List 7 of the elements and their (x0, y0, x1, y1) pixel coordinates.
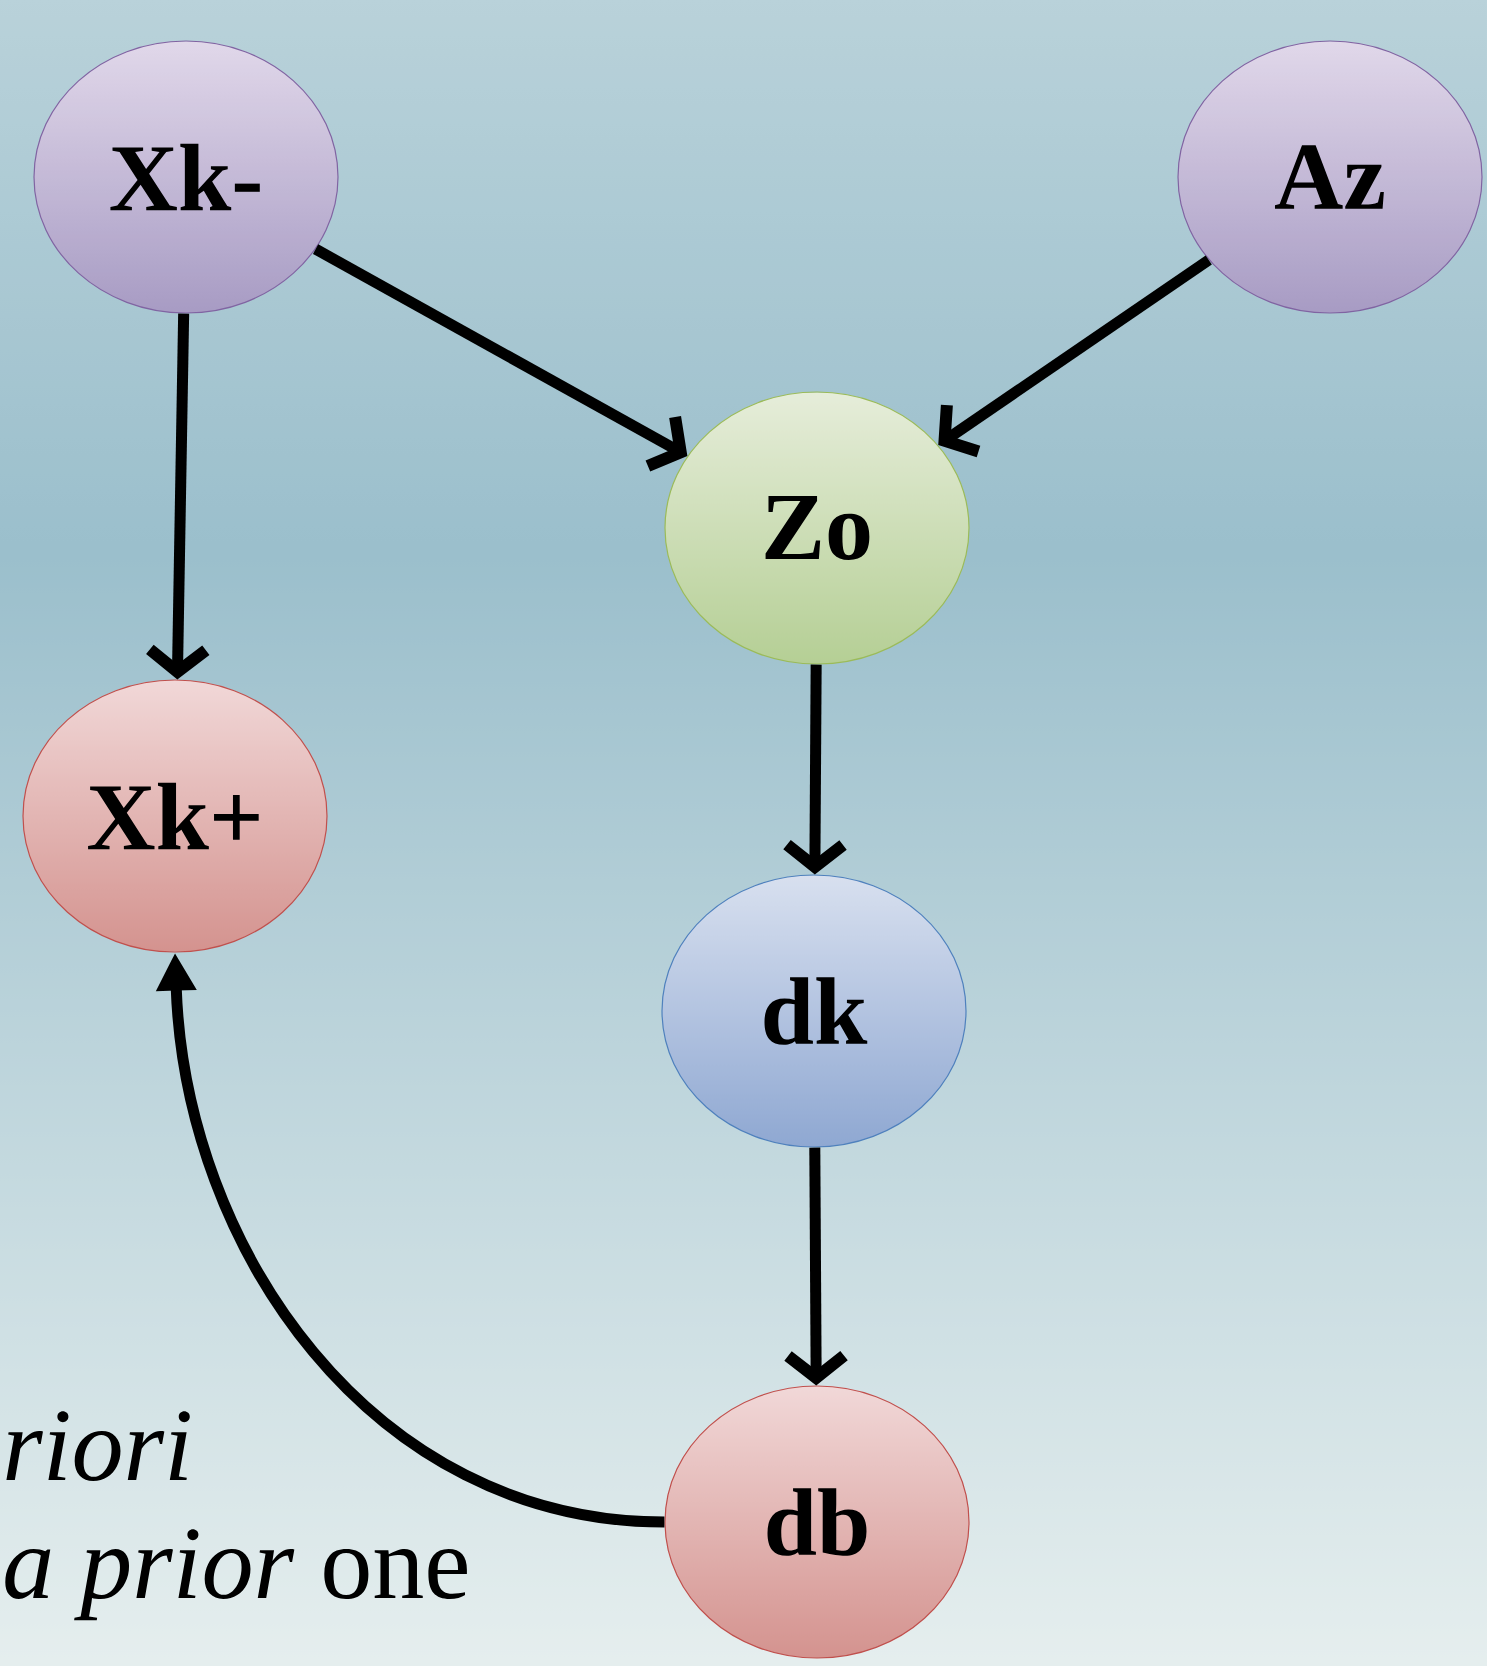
arrow (783, 664, 847, 875)
note-text: riori (6, 1411, 190, 1482)
note-text: a prior one (5, 1529, 467, 1621)
arrow (938, 255, 1212, 458)
arrow (784, 1147, 848, 1386)
arrow (146, 313, 210, 680)
arrow (312, 244, 688, 472)
